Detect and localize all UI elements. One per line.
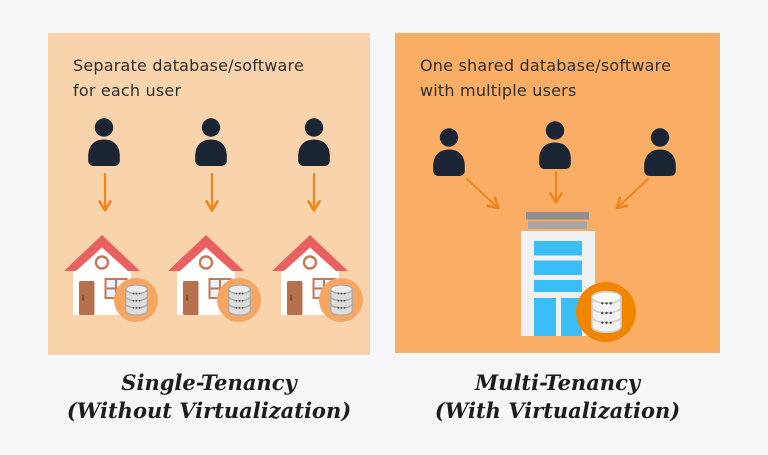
user-icon (640, 128, 680, 176)
database-icon (217, 278, 261, 322)
arrow-diagonal-icon (615, 177, 650, 210)
building-icon (521, 212, 595, 336)
heading-line-1: Separate database/software (73, 56, 305, 75)
database-icon (576, 282, 636, 342)
multi-tenancy-panel: One shared database/software with multip… (395, 33, 720, 353)
single-tenancy-caption: Single-Tenancy (Without Virtualization) (48, 369, 370, 425)
user-icon (429, 128, 469, 176)
user-icon (535, 121, 575, 169)
heading-line-2: for each user (73, 81, 182, 100)
arrow-diagonal-icon (465, 177, 500, 210)
user-icon (84, 118, 124, 166)
multi-tenancy-caption: Multi-Tenancy (With Virtualization) (395, 369, 720, 425)
single-tenancy-heading: Separate database/software for each user (73, 53, 304, 103)
caption-line-1: Single-Tenancy (121, 370, 297, 395)
multi-tenancy-heading: One shared database/software with multip… (420, 53, 671, 103)
user-icon (191, 118, 231, 166)
caption-line-2: (With Virtualization) (434, 398, 681, 423)
heading-line-1: One shared database/software (420, 56, 672, 75)
database-icon (319, 278, 363, 322)
database-icon (114, 278, 158, 322)
caption-line-1: Multi-Tenancy (474, 370, 641, 395)
heading-line-2: with multiple users (420, 81, 577, 100)
caption-line-2: (Without Virtualization) (66, 398, 352, 423)
user-icon (294, 118, 334, 166)
single-tenancy-panel: Separate database/software for each user (48, 33, 370, 355)
